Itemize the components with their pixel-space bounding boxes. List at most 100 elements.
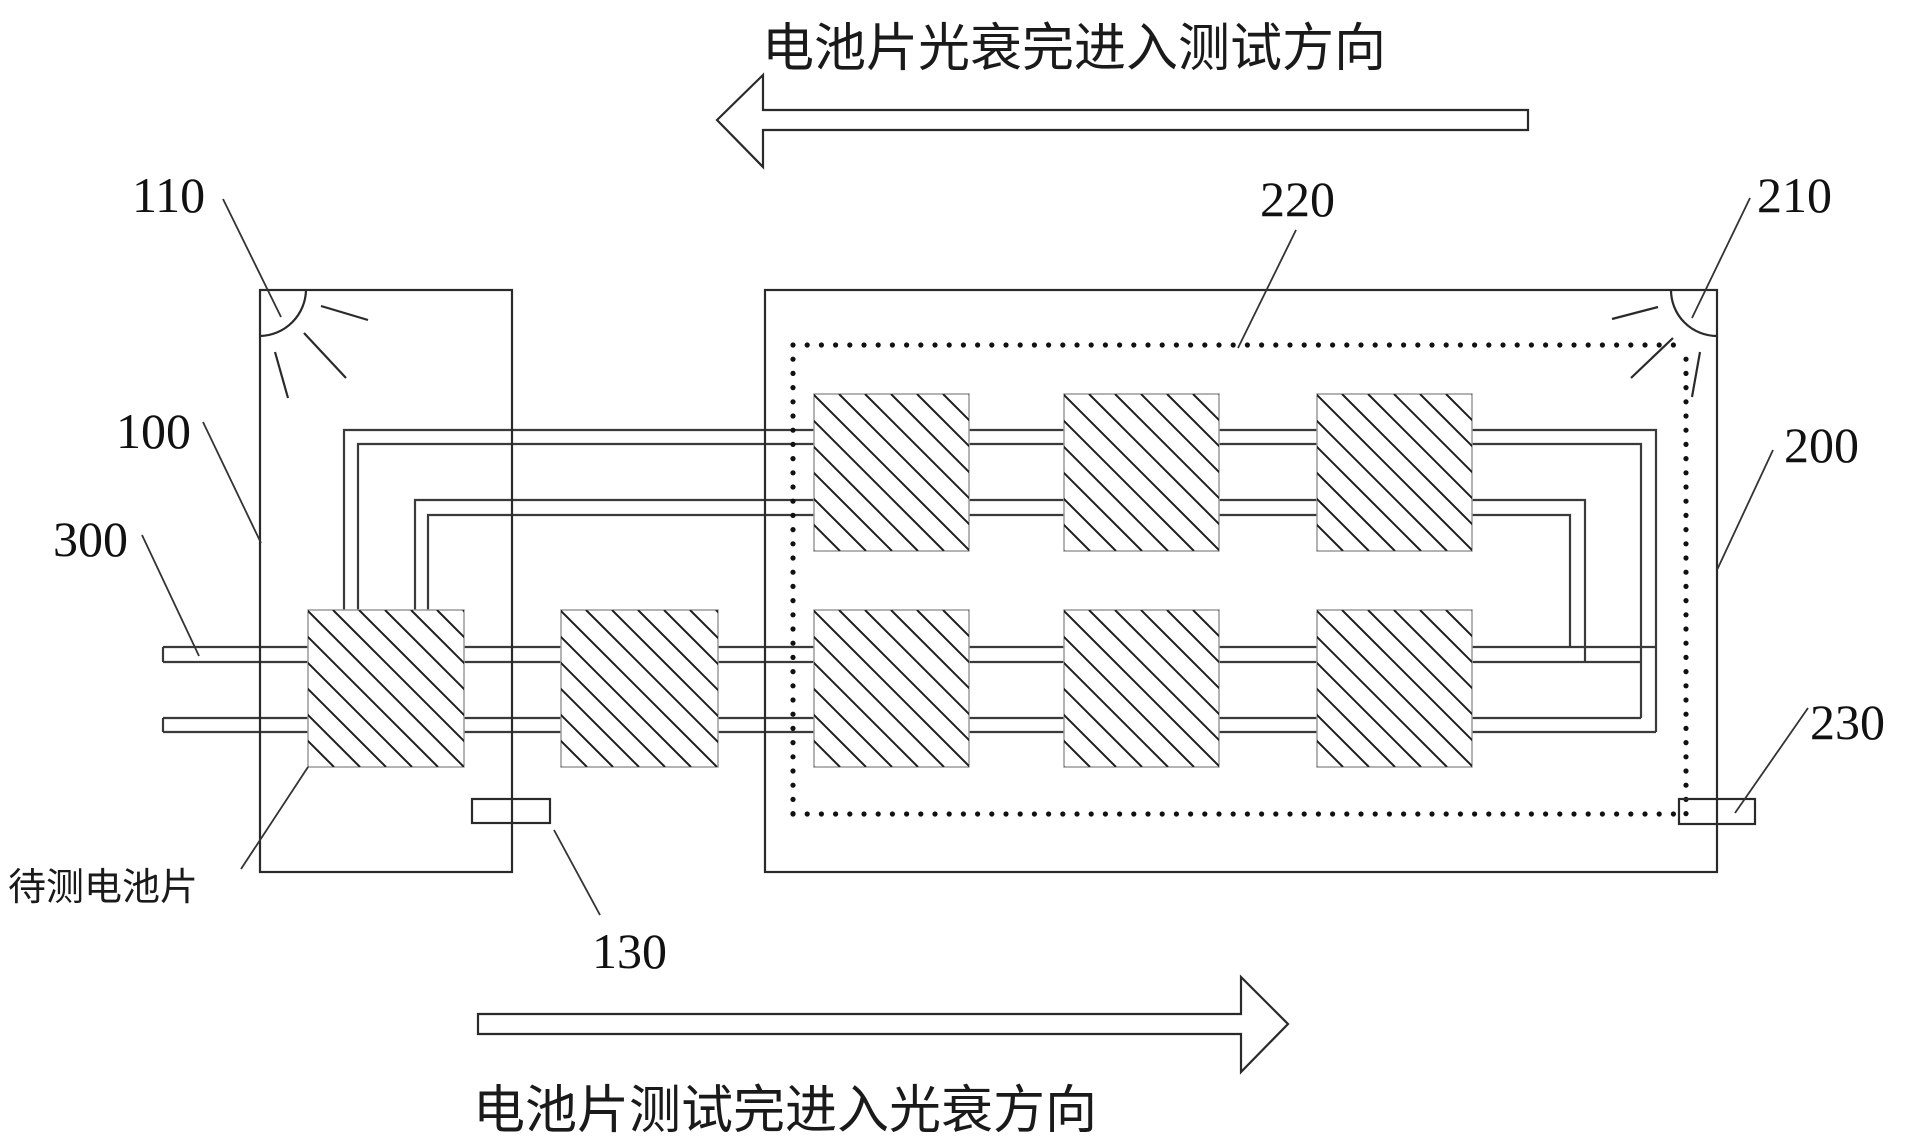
hatch-line	[1166, 394, 1219, 448]
label-200: 200	[1784, 417, 1859, 473]
zone-dot	[1486, 811, 1492, 817]
cell-hatch	[308, 610, 464, 767]
zone-dot	[1287, 811, 1293, 817]
sensors	[470, 797, 1757, 826]
zone-dot	[889, 811, 896, 817]
zone-dot	[1315, 342, 1321, 348]
zone-dot	[1188, 342, 1194, 348]
hatch-line	[1317, 687, 1396, 767]
zone-dot	[1670, 811, 1676, 817]
zone-dot	[1683, 569, 1689, 575]
zone-dot	[1117, 342, 1123, 348]
zone-dot	[1074, 811, 1080, 817]
hatch-line	[1064, 497, 1117, 551]
zone-dot	[790, 782, 796, 788]
zone-dot	[1642, 811, 1648, 817]
light-ray	[1611, 305, 1659, 321]
zone-dot	[1301, 342, 1307, 348]
zone-dot	[790, 740, 796, 746]
zone-dot	[1628, 811, 1634, 817]
zone-dot	[818, 811, 825, 817]
zone-dot	[790, 342, 796, 348]
zone-dot	[1683, 811, 1689, 817]
top-direction-text: 电池片光衰完进入测试方向	[762, 19, 1386, 79]
zone-dot	[1230, 342, 1236, 348]
zone-dot	[1486, 342, 1492, 348]
label-300: 300	[53, 511, 128, 567]
zone-dot	[790, 711, 796, 717]
zone-dot	[1585, 342, 1591, 348]
zone-dot	[1500, 342, 1506, 348]
zone-dot	[1259, 811, 1265, 817]
hatch-line	[814, 610, 969, 767]
hatch-line	[561, 713, 614, 767]
hatch-line	[1064, 445, 1169, 551]
hatch-line	[814, 635, 945, 767]
zone-dot	[804, 342, 810, 348]
solar-cell-top-row	[1316, 393, 1473, 552]
zone-dot	[1683, 484, 1689, 490]
zone-dot	[1273, 811, 1279, 817]
zone-dot	[1088, 811, 1094, 817]
leader-130	[553, 829, 601, 916]
lamps	[259, 289, 1718, 399]
zone-dot	[1031, 342, 1037, 348]
hatch-line	[864, 610, 969, 716]
zone-dot	[1188, 811, 1194, 817]
cell-hatch	[1064, 610, 1219, 767]
zone-dot	[790, 811, 796, 817]
zone-dot	[790, 484, 796, 490]
hatch-line	[1064, 610, 1219, 767]
cell-hatch	[1317, 394, 1472, 551]
zone-dot	[1372, 342, 1378, 348]
zone-dot	[960, 342, 967, 348]
zone-dot	[1683, 768, 1689, 774]
zone-dot	[1543, 342, 1549, 348]
hatch-line	[1317, 394, 1472, 551]
zone-dot	[946, 811, 952, 817]
lamp-210-icon	[1669, 289, 1718, 338]
zone-dot	[1683, 399, 1689, 405]
hatch-line	[814, 687, 893, 767]
hatch-line	[1088, 610, 1219, 742]
hatch-line	[561, 687, 640, 767]
leader-300	[141, 534, 200, 657]
zone-dot	[1683, 669, 1689, 675]
light-ray	[273, 351, 290, 399]
zone-dot	[1102, 811, 1108, 817]
zone-dot	[1358, 811, 1364, 817]
hatch-line	[814, 497, 867, 551]
zone-dot	[1259, 342, 1265, 348]
zone-dot	[790, 441, 796, 447]
zone-dot	[1415, 342, 1421, 348]
zone-dot	[790, 612, 796, 618]
hatch-line	[689, 610, 718, 640]
hatch-line	[663, 610, 718, 666]
zone-dot	[790, 683, 796, 689]
hatch-line	[1341, 610, 1472, 742]
label-cell-under-test: 待测电池片	[8, 865, 198, 909]
hatch-line	[1064, 471, 1143, 551]
hatch-line	[838, 610, 969, 742]
zone-dot	[1683, 498, 1689, 504]
sensor-230	[1677, 797, 1757, 826]
zone-dot	[833, 811, 839, 817]
hatch-line	[916, 610, 969, 664]
zone-dot	[1683, 640, 1689, 646]
zone-dot	[1683, 626, 1689, 632]
zone-dot	[1457, 811, 1463, 817]
zone-dot	[790, 569, 796, 575]
zone-dot	[1060, 342, 1066, 348]
zone-dot	[790, 654, 796, 661]
zone-dot	[790, 385, 796, 391]
zone-dot	[1429, 811, 1435, 817]
zone-dot	[1031, 811, 1037, 817]
zone-dot	[1683, 683, 1689, 689]
hatch-line	[1367, 610, 1472, 716]
leader-230	[1734, 707, 1809, 814]
zone-dot	[1457, 342, 1463, 348]
zone-dot	[1656, 342, 1662, 348]
zone-dot	[1415, 811, 1421, 817]
zone-dot	[1401, 811, 1407, 817]
cell-hatch	[1317, 610, 1472, 767]
